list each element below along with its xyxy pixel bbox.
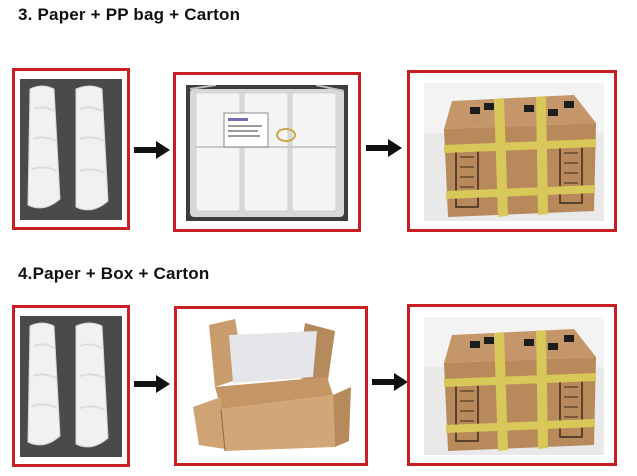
paper-wrapped-items-image: [20, 79, 122, 220]
section-heading-box: 4.Paper + Box + Carton: [18, 264, 210, 283]
open-box-image: [185, 317, 357, 455]
arrow-right-icon: [134, 375, 170, 393]
taped-carton-image: [424, 317, 604, 455]
photo-taped-carton: [407, 70, 617, 232]
photo-items-in-pp-bag: [173, 72, 361, 232]
photo-taped-carton: [407, 304, 617, 466]
pp-bag-image: [186, 85, 348, 221]
arrow-right-icon: [134, 141, 170, 159]
arrow-right-icon: [372, 373, 408, 391]
paper-wrapped-items-image: [20, 316, 122, 457]
photo-open-inner-box: [174, 306, 368, 466]
photo-paper-wrapped-items: [12, 305, 130, 467]
arrow-right-icon: [366, 139, 402, 157]
section-heading-pp-bag: 3. Paper + PP bag + Carton: [18, 5, 241, 24]
taped-carton-image: [424, 83, 604, 221]
photo-paper-wrapped-items: [12, 68, 130, 230]
